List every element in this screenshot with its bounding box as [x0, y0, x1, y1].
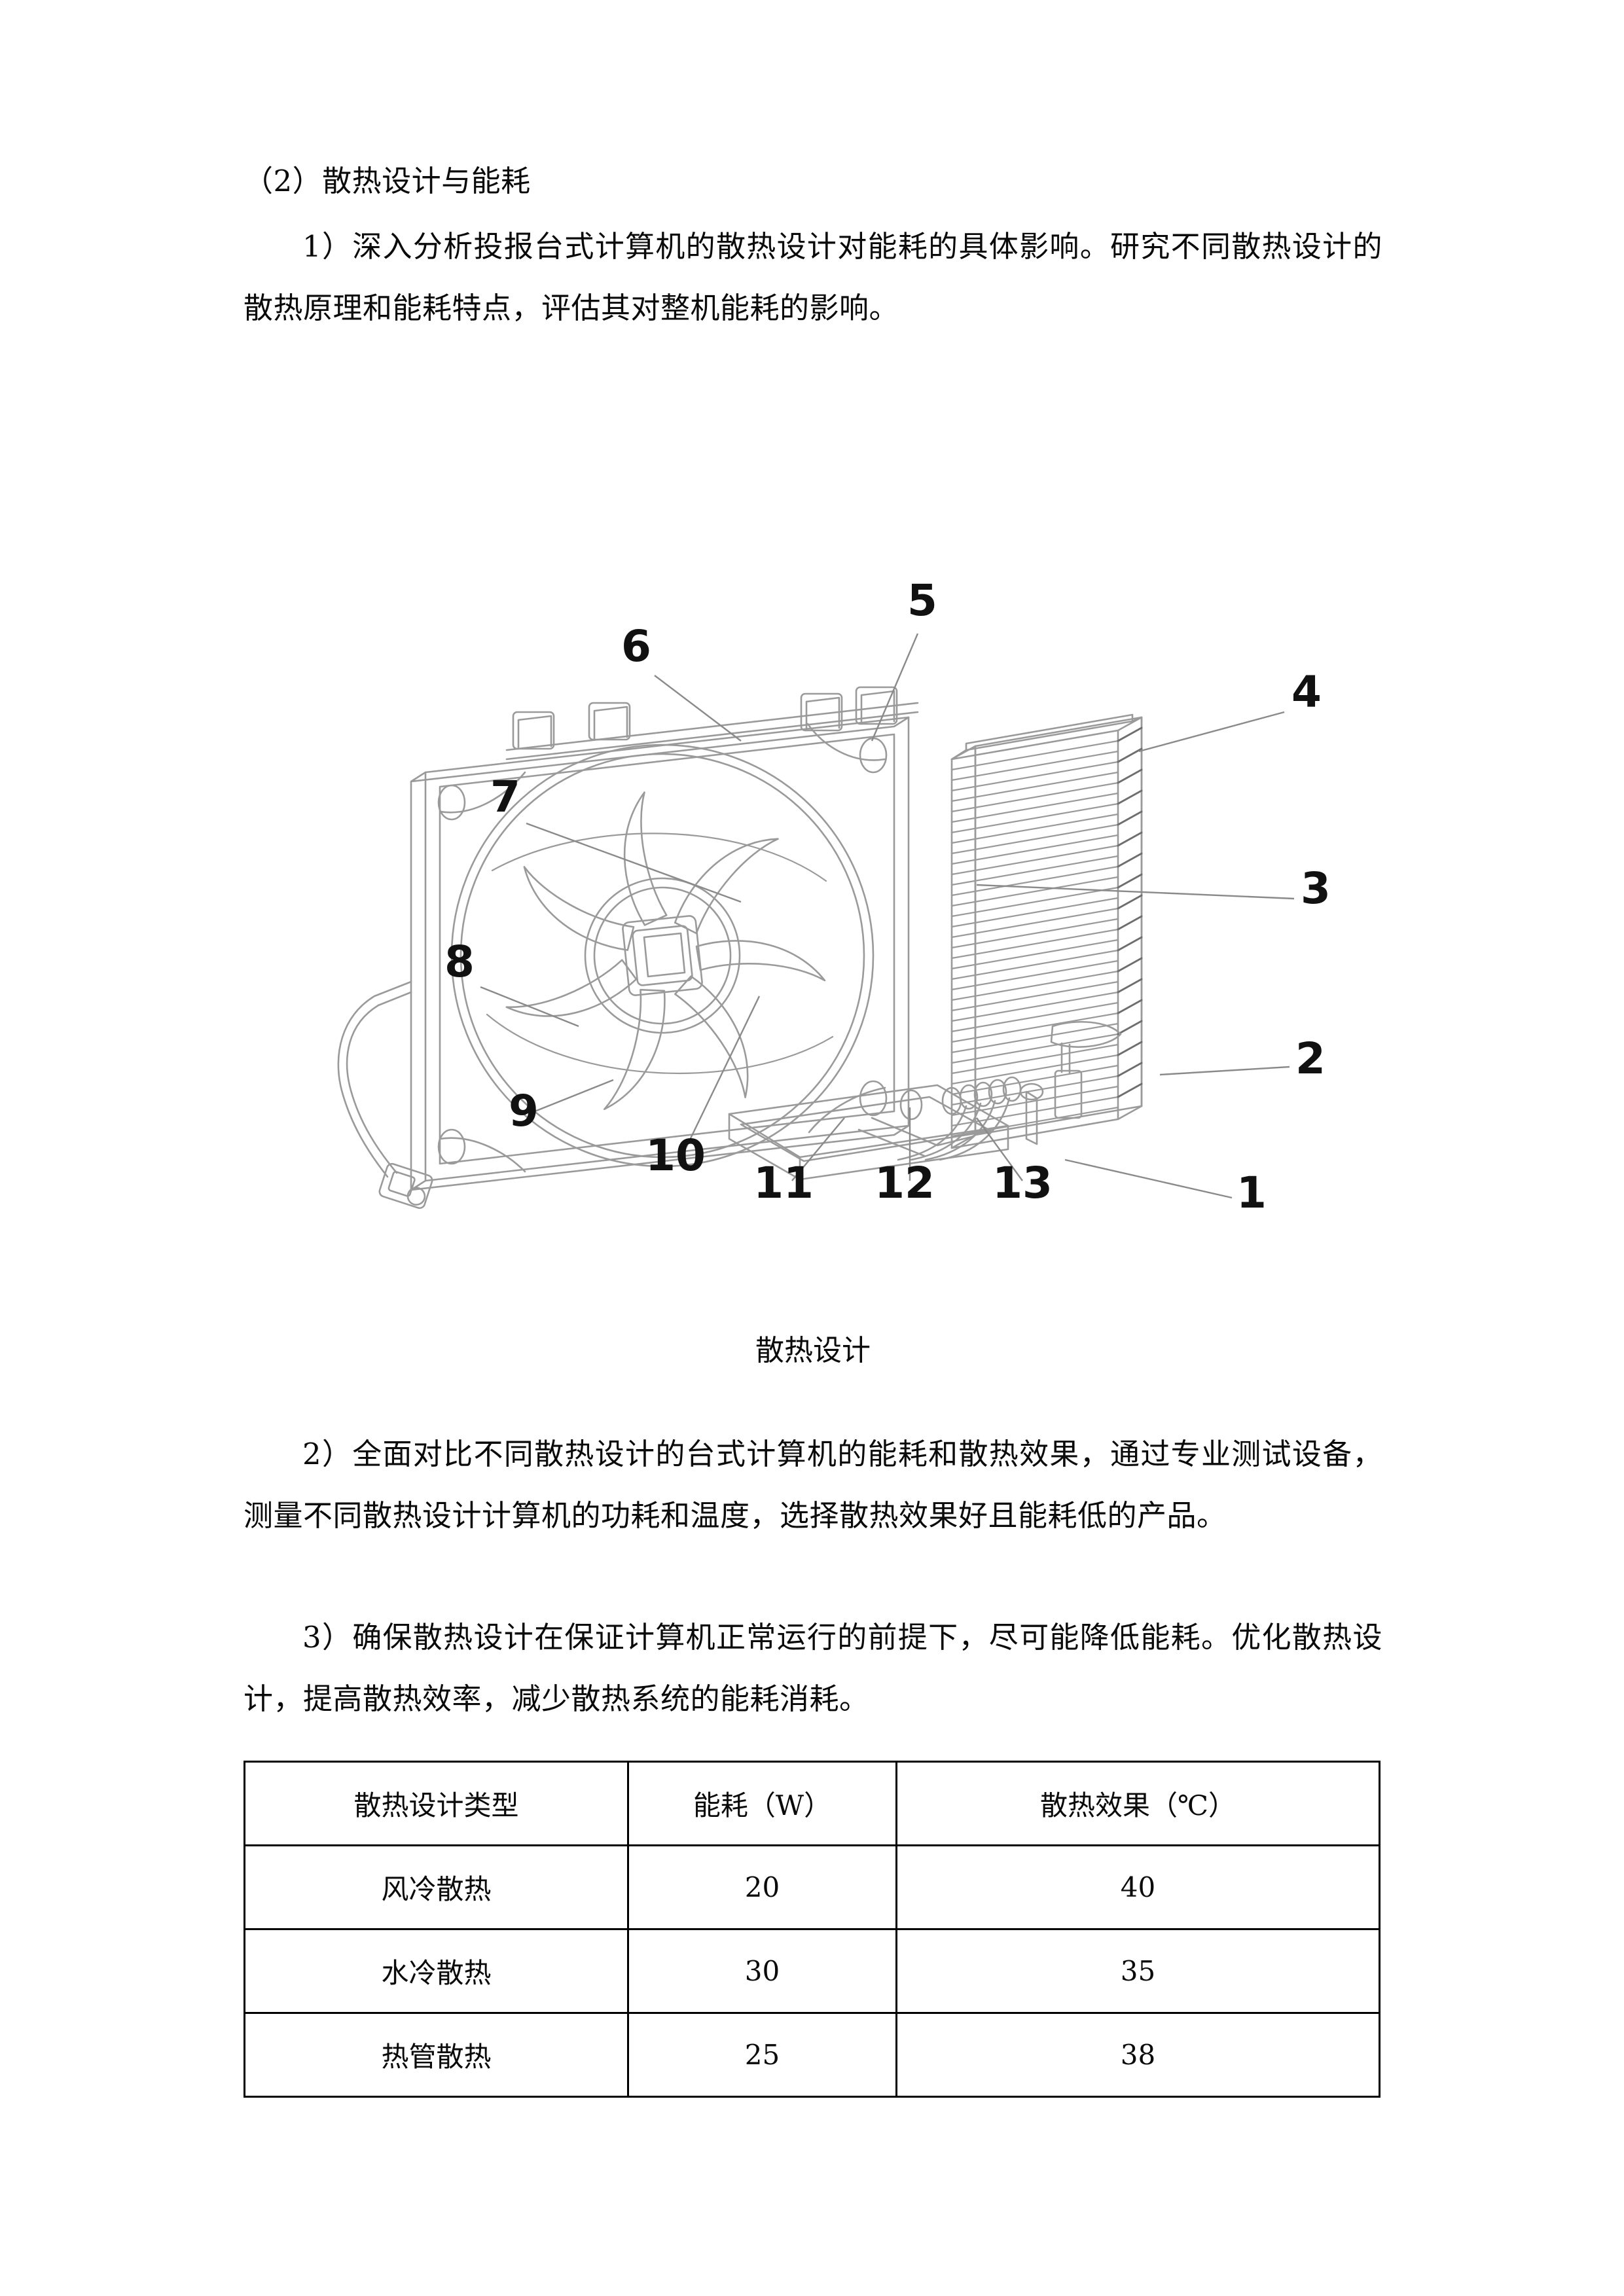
- paragraph-3: 3）确保散热设计在保证计算机正常运行的前提下，尽可能降低能耗。优化散热设计，提高…: [244, 1620, 1382, 1716]
- callout-number-4: 4: [1291, 667, 1322, 717]
- cooler-base: [728, 1020, 1122, 1181]
- table-header-effect: 散热效果（℃）: [895, 1761, 1380, 1846]
- paragraph-2-block: 2）全面对比不同散热设计的台式计算机的能耗和散热效果，通过专业测试设备，测量不同…: [244, 1424, 1382, 1547]
- callout-number-5: 5: [907, 575, 937, 626]
- paragraph-3-block: 3）确保散热设计在保证计算机正常运行的前提下，尽可能降低能耗。优化散热设计，提高…: [244, 1607, 1382, 1730]
- callout-number-9: 9: [509, 1086, 539, 1136]
- table-header-row: 散热设计类型 能耗（W） 散热效果（℃）: [244, 1761, 1380, 1846]
- callout-number-2: 2: [1295, 1033, 1326, 1084]
- callout-line-5: [871, 633, 919, 742]
- callout-line-11: [791, 1117, 845, 1181]
- fan-retention-clips: [505, 686, 919, 761]
- cell-power-2: 25: [627, 2012, 897, 2098]
- cell-type-2: 热管散热: [244, 2012, 629, 2098]
- table-row: 热管散热 25 38: [244, 2012, 1380, 2098]
- cell-effect-0: 40: [895, 1844, 1380, 1930]
- table-header-power: 能耗（W）: [627, 1761, 897, 1846]
- fan-hub: [584, 877, 741, 1034]
- section-heading-block: （2）散热设计与能耗: [244, 151, 1382, 212]
- cell-effect-2: 38: [895, 2012, 1380, 2098]
- paragraph-2: 2）全面对比不同散热设计的台式计算机的能耗和散热效果，通过专业测试设备，测量不同…: [244, 1437, 1382, 1533]
- paragraph-1: 1）深入分析投报台式计算机的散热设计对能耗的具体影响。研究不同散热设计的散热原理…: [244, 229, 1382, 325]
- callout-number-6: 6: [621, 621, 651, 672]
- callout-number-8: 8: [444, 937, 475, 987]
- table-row: 水冷散热 30 35: [244, 1928, 1380, 2014]
- paragraph-1-block: 1）深入分析投报台式计算机的散热设计对能耗的具体影响。研究不同散热设计的散热原理…: [244, 216, 1382, 339]
- callout-line-4: [1138, 711, 1285, 753]
- callout-line-13: [976, 1117, 1023, 1181]
- callout-line-9: [531, 1079, 614, 1114]
- cooling-comparison-table: 散热设计类型 能耗（W） 散热效果（℃） 风冷散热 20 40 水冷散热 30 …: [244, 1761, 1380, 2098]
- callout-line-2: [1159, 1066, 1290, 1076]
- callout-line-10: [682, 996, 761, 1154]
- cell-type-0: 风冷散热: [244, 1844, 629, 1930]
- fan-power-cable: [337, 980, 433, 1210]
- callout-number-12: 12: [875, 1158, 935, 1208]
- callout-number-13: 13: [992, 1158, 1053, 1208]
- callout-number-3: 3: [1301, 863, 1331, 914]
- figure-caption: 散热设计: [755, 1334, 871, 1367]
- callout-line-1: [1064, 1158, 1233, 1199]
- section-heading: （2）散热设计与能耗: [244, 164, 531, 198]
- table-row: 风冷散热 20 40: [244, 1844, 1380, 1930]
- fan-blades: [486, 791, 834, 1119]
- fan-frame: [410, 716, 910, 1191]
- callout-line-6: [654, 675, 742, 742]
- callout-number-1: 1: [1236, 1168, 1267, 1218]
- callout-line-8: [480, 986, 579, 1028]
- callout-line-3: [976, 884, 1295, 900]
- cell-power-0: 20: [627, 1844, 897, 1930]
- table-header-type: 散热设计类型: [244, 1761, 629, 1846]
- callout-number-7: 7: [490, 772, 520, 822]
- callout-line-7: [526, 822, 742, 903]
- cell-type-1: 水冷散热: [244, 1928, 629, 2014]
- cell-power-1: 30: [627, 1928, 897, 2014]
- heatsink-fins: [950, 713, 1143, 1149]
- callout-leader-lines: [480, 633, 1295, 1199]
- callout-number-10: 10: [645, 1130, 706, 1181]
- cell-effect-1: 35: [895, 1928, 1380, 2014]
- heatpipes: [897, 1076, 1022, 1161]
- callout-number-11: 11: [753, 1158, 814, 1208]
